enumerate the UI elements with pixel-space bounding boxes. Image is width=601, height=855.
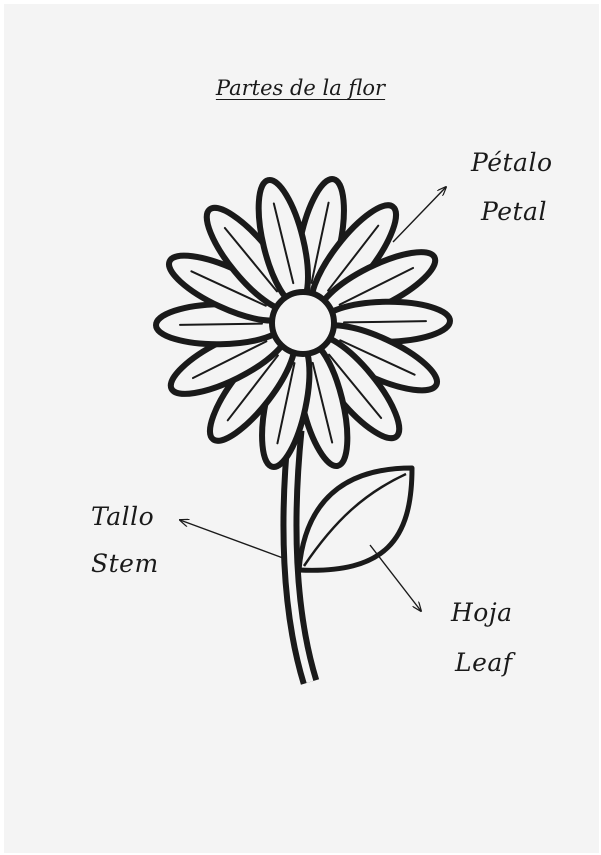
label-leaf-en: Leaf [455, 648, 513, 677]
flower-center [272, 292, 334, 354]
stem-arrow [180, 520, 283, 558]
petal-arrow [393, 187, 446, 242]
petal-vein [344, 321, 426, 322]
leaf-arrow [370, 545, 421, 611]
label-stem-en: Stem [91, 549, 159, 578]
label-stem-es: Tallo [91, 502, 154, 531]
leaf-shape [299, 468, 412, 570]
label-petal-es: Pétalo [471, 148, 553, 177]
label-petal-en: Petal [481, 197, 547, 226]
petal-vein [180, 324, 262, 325]
label-leaf-es: Hoja [451, 598, 513, 627]
